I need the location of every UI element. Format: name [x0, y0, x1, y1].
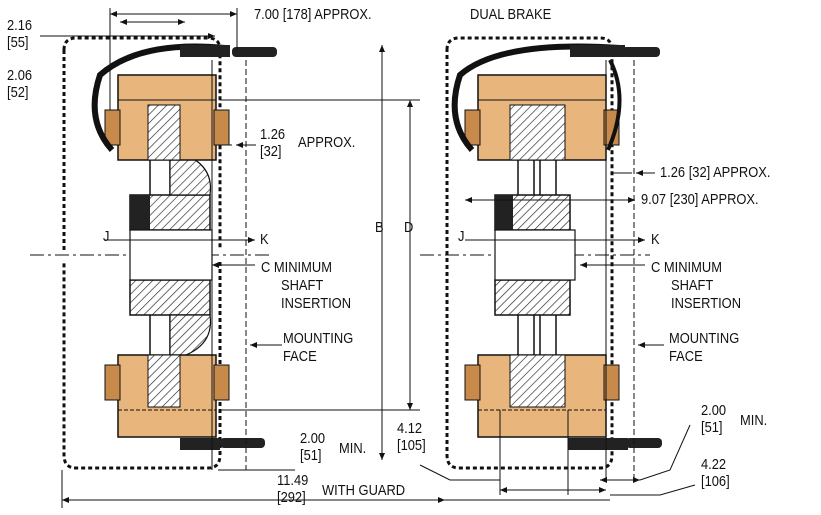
right-dim-1-26: 1.26 [32] APPROX.	[660, 164, 771, 181]
dim-292: [292]	[277, 489, 306, 506]
left-guard-outline	[62, 36, 222, 470]
left-mounting: MOUNTING	[283, 330, 354, 347]
dim-2-06: 2.06	[7, 67, 33, 84]
right-dimension-lines	[419, 60, 696, 501]
left-approx: APPROX.	[298, 134, 356, 151]
left-dimension-lines	[40, 8, 445, 508]
dim-52: [52]	[7, 84, 29, 101]
left-dim-51: [51]	[300, 447, 322, 464]
dual-brake-title: DUAL BRAKE	[470, 6, 552, 23]
left-hub-lower	[129, 279, 211, 316]
left-shaft: SHAFT	[281, 277, 324, 294]
right-min: MIN.	[740, 412, 768, 429]
right-insertion: INSERTION	[671, 295, 742, 312]
label-b: B	[375, 219, 384, 236]
right-face: FACE	[669, 348, 703, 365]
left-c-minimum: C MINIMUM	[261, 259, 332, 276]
right-dim-9-07: 9.07 [230] APPROX.	[641, 191, 759, 208]
label-d: D	[404, 219, 414, 236]
dim-105: [105]	[397, 437, 426, 454]
right-release-arm	[451, 43, 621, 153]
dim-55: [55]	[7, 34, 29, 51]
left-dim-32: [32]	[260, 143, 282, 160]
left-dim-2-00: 2.00	[300, 430, 326, 447]
left-face: FACE	[283, 348, 317, 365]
dim-4-22: 4.22	[701, 456, 727, 473]
right-dual-brake	[420, 36, 662, 470]
right-guard-outline	[445, 36, 614, 470]
top-width-label: 7.00 [178] APPROX.	[254, 6, 372, 23]
label-k-left: K	[260, 231, 269, 248]
dim-4-12: 4.12	[397, 420, 423, 437]
dim-11-49: 11.49	[277, 472, 309, 489]
with-guard: WITH GUARD	[322, 482, 406, 499]
right-dim-2-00: 2.00	[701, 402, 727, 419]
right-mounting: MOUNTING	[669, 330, 740, 347]
label-k-right: K	[651, 231, 660, 248]
left-dim-1-26: 1.26	[260, 126, 286, 143]
label-j-right: J	[458, 228, 465, 245]
left-min: MIN.	[339, 440, 367, 457]
label-j-left: J	[103, 228, 110, 245]
right-shaft: SHAFT	[671, 277, 714, 294]
right-c-minimum: C MINIMUM	[651, 259, 722, 276]
left-insertion: INSERTION	[281, 295, 352, 312]
left-single-brake	[30, 36, 277, 470]
right-dim-51: [51]	[701, 419, 723, 436]
dim-106: [106]	[701, 473, 730, 490]
dim-2-16: 2.16	[7, 17, 33, 34]
